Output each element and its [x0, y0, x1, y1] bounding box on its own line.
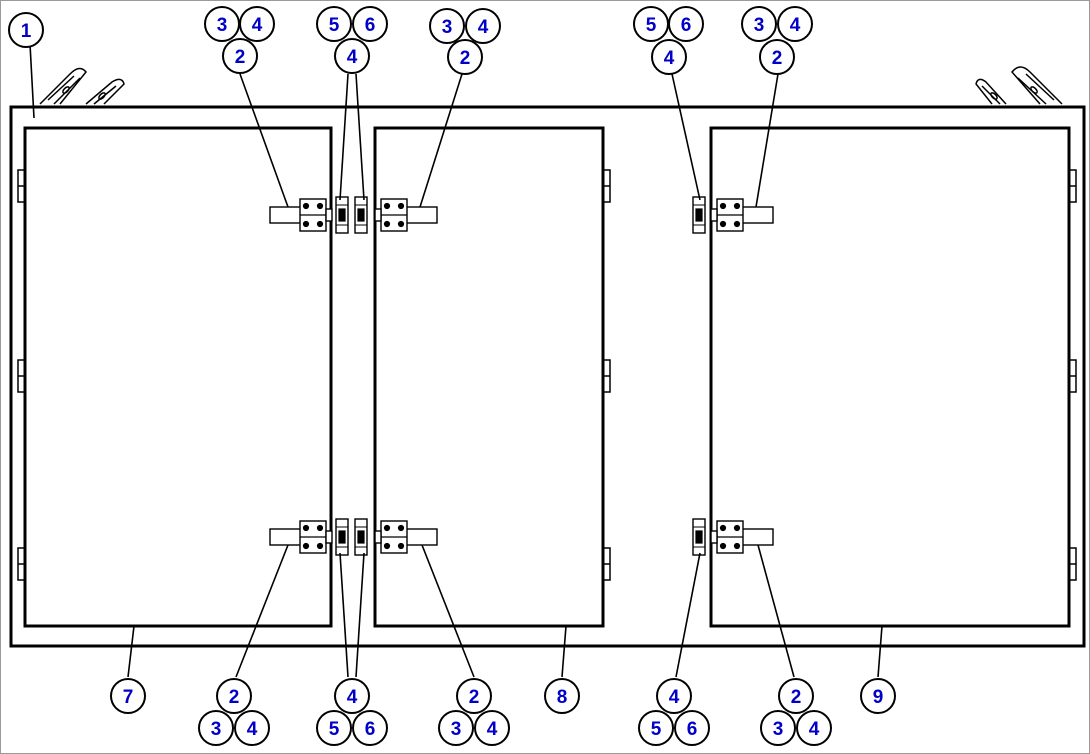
callout-cluster-top-5: 3 4 2 [741, 6, 813, 75]
callout-label: 4 [669, 687, 680, 708]
side-latches [17, 169, 1077, 581]
callout-label: 6 [687, 719, 698, 740]
callout-door-right: 9 [860, 678, 896, 714]
callout-label: 2 [229, 687, 240, 708]
callout-cluster-top-3: 3 4 2 [429, 8, 501, 75]
callout-label: 4 [487, 719, 498, 740]
callout-label: 2 [772, 48, 783, 69]
callout-label: 4 [478, 17, 489, 38]
callout-cluster-bottom-3: 2 3 4 [438, 678, 510, 746]
callout-label: 3 [451, 719, 462, 740]
callout-label: 2 [791, 687, 802, 708]
top-left-flaps [39, 67, 125, 105]
callout-label: 4 [664, 48, 675, 69]
callout-cluster-bottom-1: 2 3 4 [198, 678, 270, 746]
callout-label: 5 [329, 15, 340, 36]
callout-label: 4 [790, 15, 801, 36]
callout-label: 5 [651, 719, 662, 740]
callout-label: 2 [460, 48, 471, 69]
hinge-bottom-middle-door [354, 518, 438, 556]
callout-door-left: 7 [110, 678, 146, 714]
callout-label: 6 [365, 719, 376, 740]
callout-cluster-top-4: 5 6 4 [633, 6, 704, 75]
callout-label: 9 [873, 687, 884, 708]
top-right-flaps [975, 66, 1063, 105]
door-middle [373, 126, 605, 628]
leader-lines [29, 43, 883, 678]
callout-label: 7 [123, 687, 134, 708]
door-right [709, 126, 1071, 628]
hinge-top-right-door [692, 196, 774, 234]
callout-label: 5 [329, 719, 340, 740]
callout-label: 2 [469, 687, 480, 708]
callout-cluster-top-1: 3 4 2 [204, 6, 275, 74]
callout-label: 2 [235, 47, 246, 68]
callout-cluster-bottom-2: 4 5 6 [316, 678, 388, 746]
hinge-top-left-door [269, 196, 349, 234]
callout-cluster-bottom-4: 4 5 6 [638, 678, 710, 746]
hinge-bottom-right-door [692, 518, 774, 556]
callout-cluster-top-2: 5 6 4 [316, 6, 388, 74]
hinge-bottom-left-door [269, 518, 349, 556]
callout-label: 4 [347, 47, 358, 68]
callout-door-middle: 8 [544, 678, 580, 714]
callout-label: 4 [809, 719, 820, 740]
hinge-top-middle-door [354, 196, 438, 234]
callout-label: 4 [247, 719, 258, 740]
cabinet-frame [9, 105, 1086, 648]
callout-label: 3 [217, 15, 228, 36]
callout-label: 6 [365, 15, 376, 36]
callout-frame: 1 [8, 12, 44, 48]
callout-label: 3 [773, 719, 784, 740]
callout-label: 1 [21, 21, 32, 42]
callout-label: 5 [646, 15, 657, 36]
callout-label: 3 [754, 15, 765, 36]
callout-label: 6 [681, 15, 692, 36]
callout-label: 3 [211, 719, 222, 740]
callout-label: 8 [557, 687, 568, 708]
callout-label: 4 [347, 687, 358, 708]
callout-cluster-bottom-5: 2 3 4 [760, 678, 832, 746]
callout-label: 3 [442, 17, 453, 38]
callout-label: 4 [252, 15, 263, 36]
